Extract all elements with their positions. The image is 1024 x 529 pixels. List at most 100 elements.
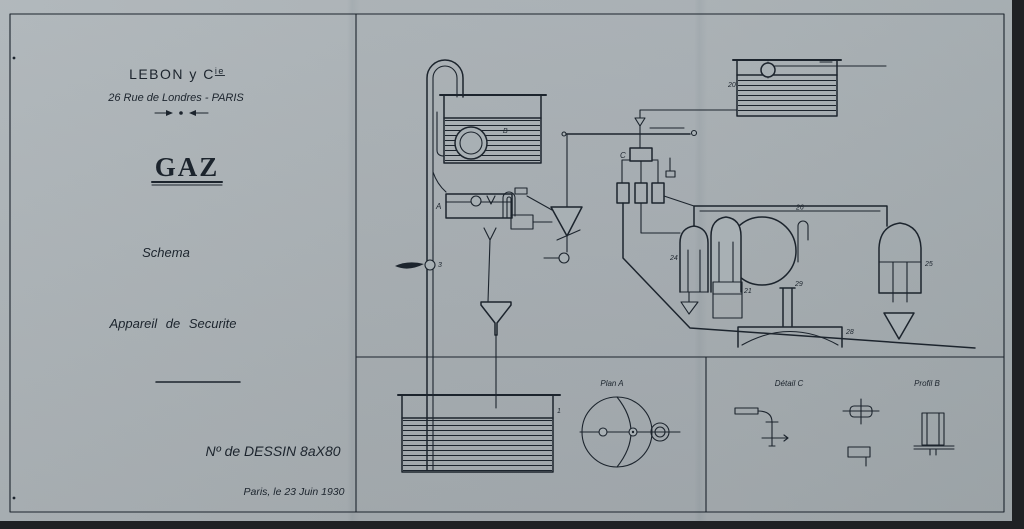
c-outlet-lines (640, 195, 695, 234)
tank-25-internals (878, 261, 922, 303)
plan-a-flange-bore (654, 426, 666, 438)
tank-b-walls (443, 94, 542, 164)
callout-1: 1 (557, 408, 561, 415)
siphon-tubes (502, 191, 516, 219)
tank-25-shell (878, 222, 922, 294)
plan-a-flange (650, 422, 670, 442)
callout-a: A (435, 202, 441, 211)
c-head (629, 147, 653, 162)
apparatus-a-outlets (526, 195, 553, 223)
company-address: 26 Rue de Londres - PARIS (107, 92, 244, 104)
outer-border (9, 13, 1005, 513)
gasometer-21-shell (710, 216, 742, 293)
hook-pipe (797, 220, 809, 263)
valve-body (424, 259, 436, 271)
c-cylinder-1 (616, 182, 630, 204)
pin-hole-top (12, 56, 16, 60)
callout-21: 21 (743, 288, 752, 295)
main-drain-line (622, 202, 976, 349)
line-26 (693, 205, 888, 227)
profile-b-view: Profil B (842, 379, 955, 467)
profile-b-box (847, 446, 871, 458)
c-cylinder-3 (651, 182, 665, 204)
callout-28: 28 (845, 329, 854, 336)
tank-b-inlet (436, 111, 445, 157)
cone-regulator (543, 134, 583, 264)
profile-b-label: Profil B (914, 379, 940, 388)
gasometer-21-internals (718, 241, 734, 283)
profile-b-vessel (921, 412, 945, 446)
gasometer-24-internals (679, 249, 709, 303)
profile-b-cross (842, 398, 880, 425)
tank-20-liquid (738, 76, 836, 115)
component-c: C (616, 147, 676, 204)
drawing-number: Nº de DESSIN 8aX80 (205, 443, 340, 459)
tank-20-float (760, 62, 776, 78)
header-start (561, 131, 567, 137)
regulator-pipes (543, 229, 581, 259)
plan-a-port-left (598, 427, 608, 437)
tank-1: 1 (397, 394, 561, 473)
tank-b: B (436, 94, 547, 164)
gasometer-21: 21 (710, 216, 797, 319)
plan-a-view: Plan A (579, 379, 681, 468)
upper-feed-pipe (639, 109, 738, 129)
callout-24: 24 (669, 255, 678, 262)
header-pipe (561, 109, 738, 149)
company-name-main: LEBON y C (129, 66, 215, 82)
tank-25-funnel (883, 312, 915, 340)
loop-pipe-inner (432, 65, 458, 471)
product-title: GAZ (155, 152, 220, 182)
callout-3: 3 (438, 262, 442, 269)
upper-valve (634, 117, 646, 127)
loop-pipe-outer (426, 59, 464, 471)
gasometer-24: 24 (669, 225, 709, 315)
header-end (690, 129, 698, 137)
plan-a-center-dot (631, 430, 635, 434)
regulator-valve (558, 252, 570, 264)
valve-3: 3 (395, 259, 442, 271)
apparatus-a-body (445, 193, 513, 219)
callout-c: C (620, 151, 626, 160)
title-block: LEBON y Cie 26 Rue de Londres - PARIS GA… (107, 66, 344, 498)
callout-29: 29 (794, 281, 803, 288)
device-name: Appareil de Securite (108, 316, 236, 331)
tank-28-walls (737, 326, 843, 348)
branch-pipe (432, 171, 447, 193)
pipe-29: 29 (779, 220, 809, 327)
callout-b: B (503, 128, 508, 135)
main-schematic: 3 B A (395, 59, 976, 473)
detail-c-stem (757, 410, 789, 447)
siphon-cap (514, 187, 528, 195)
detail-c-arm (734, 407, 759, 415)
distribution-lines: 26 (622, 195, 976, 349)
apparatus-a: A (435, 187, 553, 230)
valve-handle (395, 262, 424, 269)
detail-c-label: Détail C (775, 379, 804, 388)
gasometer-24-shell (679, 225, 709, 293)
callout-26: 26 (795, 205, 804, 212)
ornament (154, 110, 209, 116)
coil-core (459, 131, 483, 155)
c-side-box (665, 170, 676, 178)
ornament-dot (179, 111, 183, 115)
detail-c-view: Détail C (734, 379, 804, 447)
profile-b-vessel-details (913, 412, 955, 456)
apparatus-a-float (470, 195, 482, 207)
plan-a-label: Plan A (600, 379, 623, 388)
pin-hole-bottom (12, 496, 16, 500)
ornament-arrows (166, 110, 196, 116)
c-cylinder-2 (634, 182, 648, 204)
subtitle: Schema (142, 245, 190, 260)
callout-20: 20 (727, 82, 736, 89)
tank-25: 25 (878, 222, 933, 340)
seal-box (510, 214, 534, 230)
y-tube (483, 227, 497, 303)
gasometer-24-funnel (680, 301, 699, 315)
company-name-suffix: ie (215, 66, 225, 76)
tank-1-liquid (403, 419, 552, 471)
gasometer-21-seal (712, 281, 743, 295)
feed-funnel (480, 227, 512, 409)
